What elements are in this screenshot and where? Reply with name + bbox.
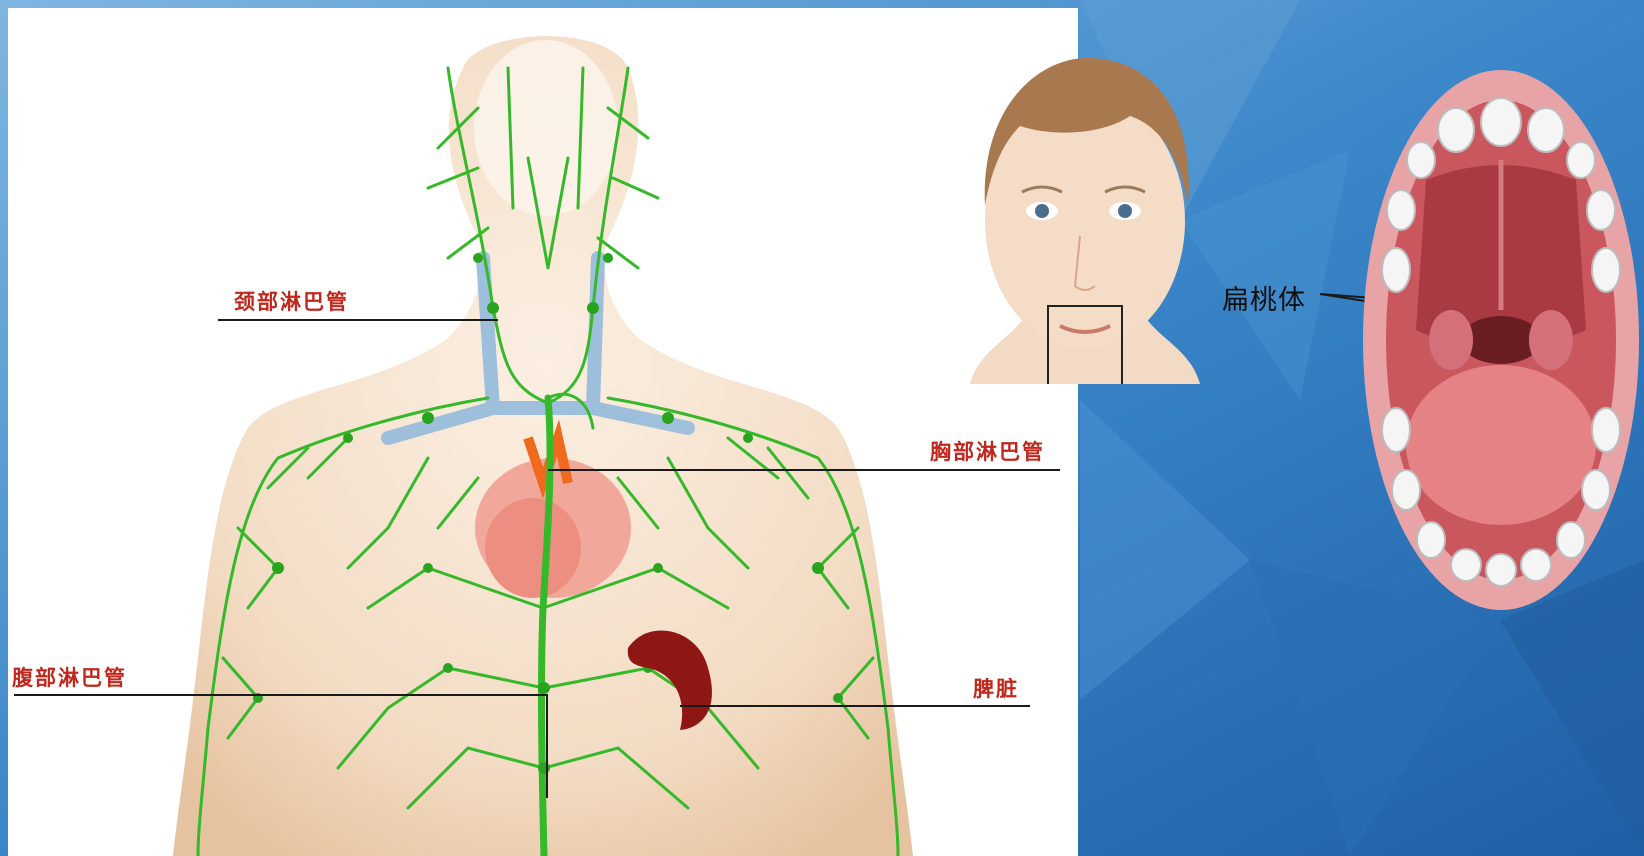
tongue: [1406, 365, 1596, 525]
leader-line-neck: [218, 319, 498, 321]
open-mouth-drawing: [1356, 50, 1644, 620]
leader-line-spleen: [680, 705, 1030, 707]
left-tonsil: [1429, 310, 1473, 370]
child-face-figure: [960, 46, 1210, 384]
right-tonsil: [1529, 310, 1573, 370]
lymphatic-body-panel: 颈部淋巴管 胸部淋巴管 腹部淋巴管 脾脏: [8, 8, 1078, 856]
label-spleen: 脾脏: [973, 673, 1019, 703]
open-mouth-figure: [1356, 50, 1644, 620]
human-torso-figure: [8, 8, 1078, 856]
label-chest-lymph: 胸部淋巴管: [930, 436, 1045, 466]
leader-line-chest: [548, 469, 1060, 471]
label-abdomen-lymph: 腹部淋巴管: [12, 662, 127, 692]
label-tonsil: 扁桃体: [1222, 278, 1306, 317]
leader-line-abdomen: [14, 694, 548, 696]
child-face-drawing: [960, 46, 1210, 384]
leader-line-abdomen-drop: [546, 694, 548, 798]
label-neck-lymph: 颈部淋巴管: [234, 286, 349, 316]
